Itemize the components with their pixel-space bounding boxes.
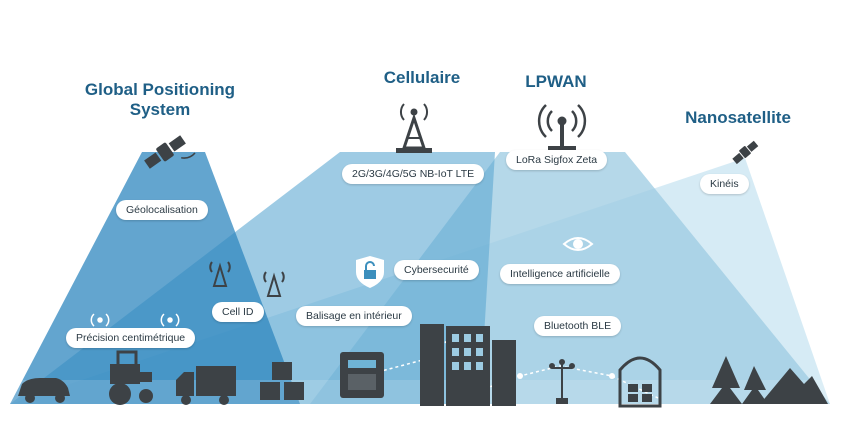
satellite-icon: [144, 135, 196, 169]
title-lpwan: LPWAN: [525, 72, 587, 91]
signal-icon: [90, 313, 180, 327]
label-lpwan-tech: LoRa Sigfox Zeta: [506, 150, 608, 170]
small-satellite-icon: [732, 140, 759, 165]
tractor-icon: [109, 350, 153, 405]
label-precision: Précision centimétrique: [66, 328, 196, 348]
tree-icon: [710, 356, 768, 404]
label-cybersecurite: Cybersecurité: [394, 260, 479, 280]
label-geolocalisation: Géolocalisation: [116, 200, 208, 220]
label-intelligence: Intelligence artificielle: [500, 264, 620, 284]
boxes-icon: [260, 362, 304, 400]
eye-icon: [562, 237, 594, 251]
streetlight-icon: [549, 359, 575, 404]
building-icon: [420, 324, 516, 406]
label-bluetooth: Bluetooth BLE: [534, 316, 622, 336]
truck-icon: [176, 366, 236, 405]
label-cell-id: Cell ID: [212, 302, 264, 322]
cell-tower-icon: [396, 103, 432, 153]
mountain-icon: [760, 368, 828, 404]
warehouse-icon: [618, 356, 662, 408]
antenna-icon: [537, 104, 587, 151]
title-gps: Global Positioning System: [84, 80, 236, 119]
lock-shield-icon: [356, 256, 384, 288]
car-icon: [18, 378, 70, 403]
cell-tower-icon-small: [209, 261, 285, 297]
title-nanosat: Nanosatellite: [685, 108, 791, 127]
label-cellular-tech: 2G/3G/4G/5G NB-IoT LTE: [342, 164, 485, 184]
label-balisage: Balisage en intérieur: [296, 306, 412, 326]
machine-icon: [340, 352, 384, 398]
title-cellular: Cellulaire: [383, 68, 461, 87]
label-kineis: Kinéis: [700, 174, 749, 194]
